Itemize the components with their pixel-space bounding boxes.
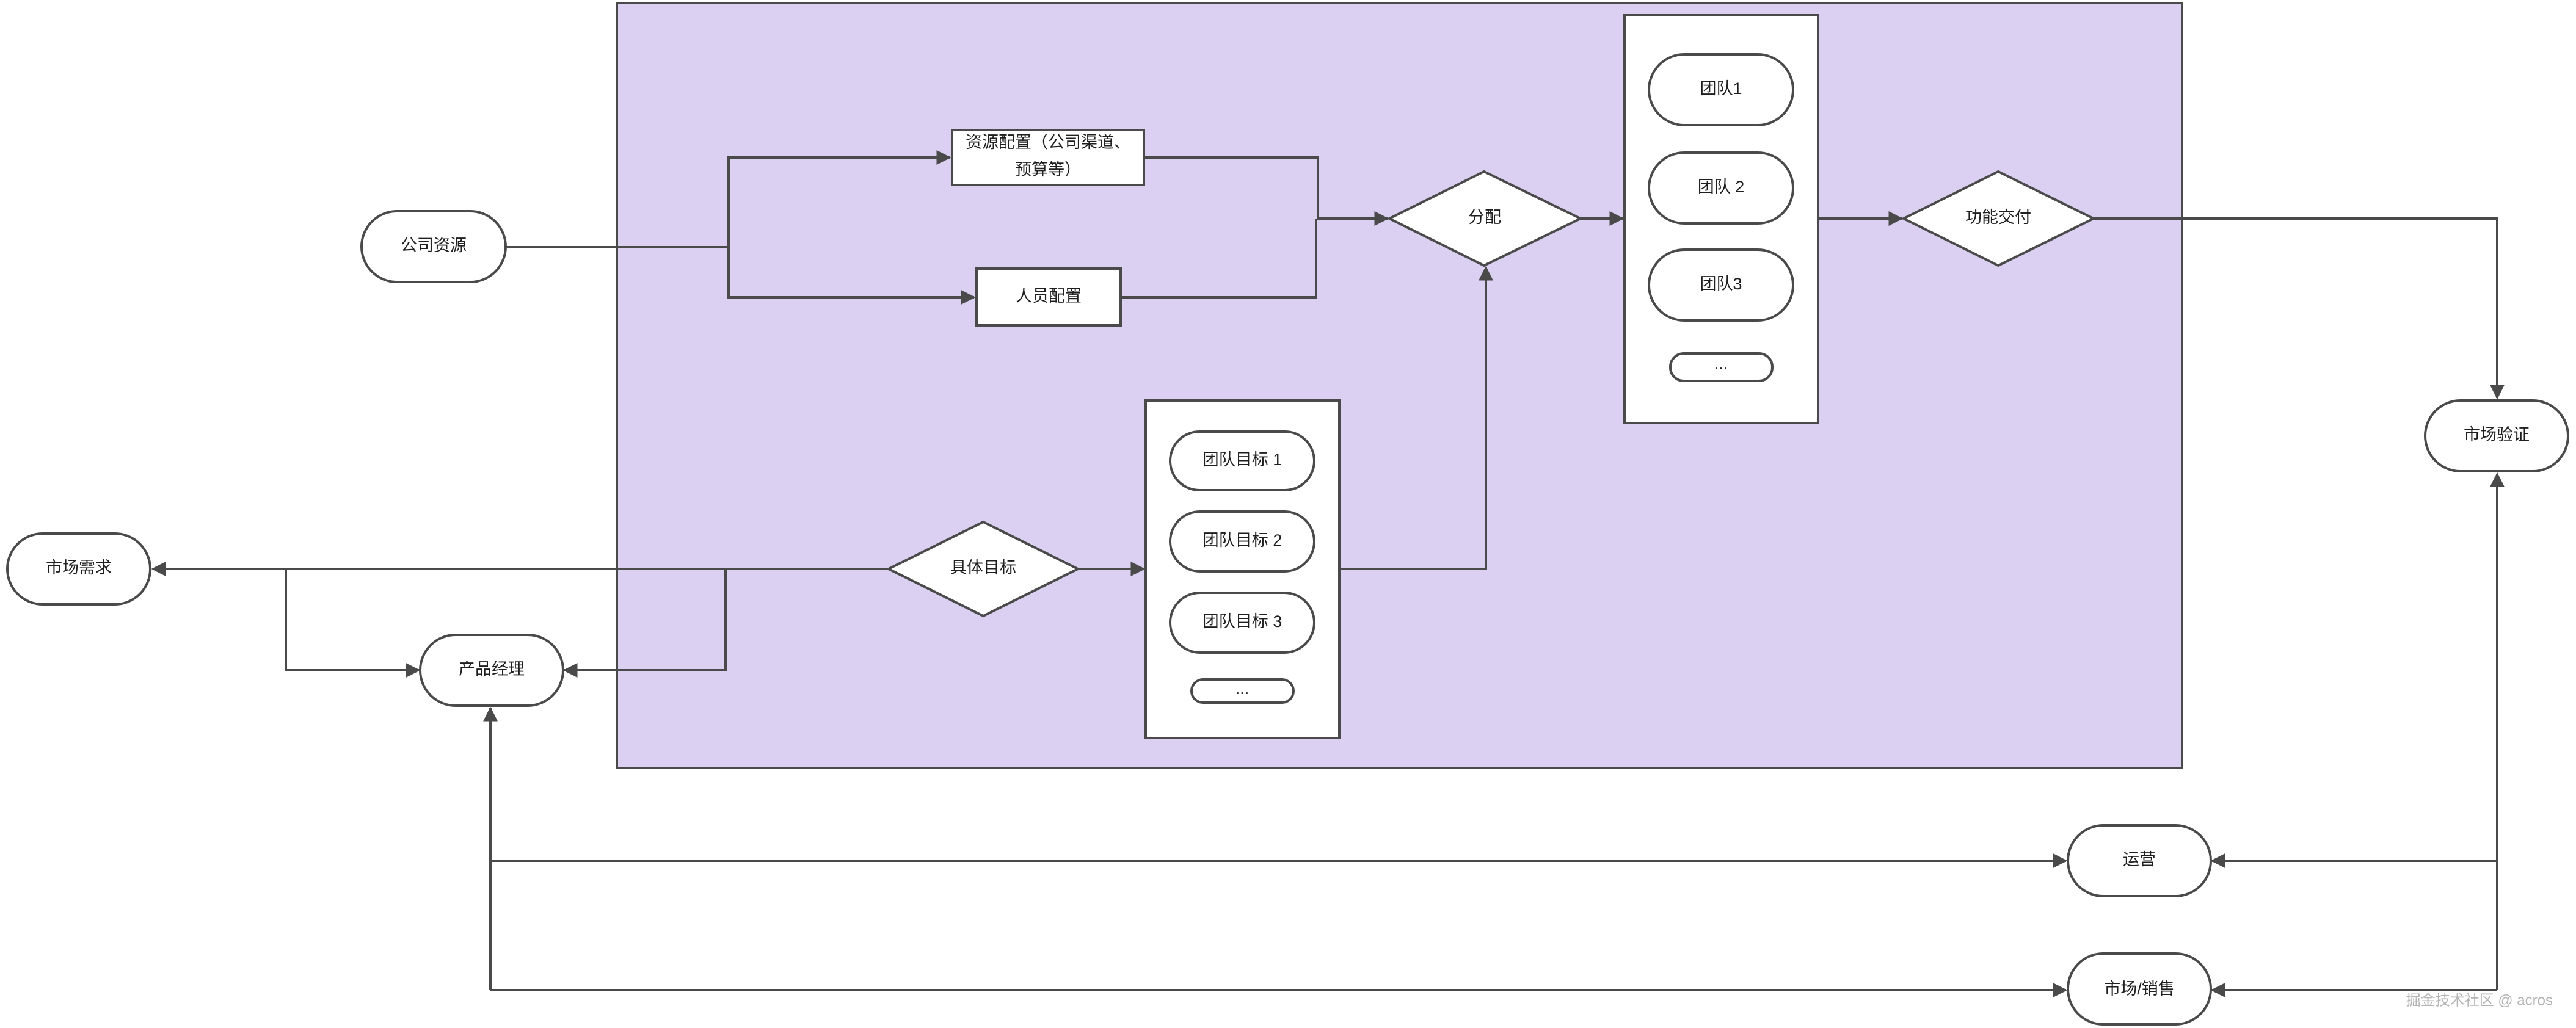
team-goal-1-label: 团队目标 1 — [1202, 451, 1283, 469]
resource-allocation-label-line1: 资源配置（公司渠道、 — [966, 133, 1130, 151]
team-goal-1-node — [1169, 430, 1315, 491]
company-resources-label: 公司资源 — [401, 236, 467, 255]
team-goal-3-node — [1169, 592, 1315, 654]
team-1-node — [1648, 53, 1794, 126]
specific-goals-label: 具体目标 — [950, 559, 1016, 577]
staff-allocation-node — [975, 267, 1122, 327]
operations-node — [2067, 824, 2212, 897]
market-validation-node — [2424, 399, 2569, 472]
edge-delivery-to-validation — [2094, 217, 2505, 400]
company-resources-node — [360, 210, 507, 283]
team-goal-2-node — [1169, 510, 1315, 573]
feature-delivery-label: 功能交付 — [1965, 208, 2031, 226]
watermark: 掘金技术社区 @ acros — [2406, 992, 2553, 1008]
market-sales-node — [2067, 952, 2212, 1026]
edge-staff-to-allocate — [1121, 219, 1317, 299]
market-validation-label: 市场验证 — [2464, 425, 2530, 444]
market-sales-label: 市场/销售 — [2104, 980, 2175, 998]
team-2-node — [1648, 151, 1794, 225]
product-manager-node — [419, 634, 564, 707]
team-region-box — [616, 2, 2183, 769]
allocate-label: 分配 — [1468, 208, 1501, 226]
resource-allocation-label-line2: 预算等） — [1015, 161, 1081, 179]
edge-market-to-pm — [285, 569, 421, 678]
market-demand-label: 市场需求 — [46, 559, 112, 577]
team-goal-more-node — [1190, 678, 1295, 704]
team-goal-more-label: ... — [1235, 679, 1250, 698]
team-more-node — [1669, 352, 1774, 382]
feature-delivery-decision — [1901, 170, 2097, 267]
allocate-decision — [1386, 170, 1584, 267]
edge-resource-to-allocate — [1144, 156, 1389, 226]
operations-label: 运营 — [2123, 850, 2156, 869]
resource-allocation-node — [951, 129, 1145, 186]
product-manager-label: 产品经理 — [459, 660, 525, 678]
specific-goals-decision — [886, 520, 1081, 618]
team-3-label: 团队3 — [1700, 275, 1742, 293]
team-1-label: 团队1 — [1700, 79, 1742, 98]
edge-team-goals-to-allocate — [1339, 266, 1493, 570]
team-3-node — [1648, 248, 1794, 322]
team-goal-2-label: 团队目标 2 — [1202, 531, 1283, 549]
team-2-label: 团队 2 — [1698, 178, 1745, 196]
edge-specific-to-pm — [562, 569, 727, 678]
team-goal-3-label: 团队目标 3 — [1202, 612, 1283, 631]
team-more-label: ... — [1714, 355, 1728, 373]
staff-allocation-label: 人员配置 — [1016, 287, 1082, 305]
edge-to-resource-allocation — [727, 150, 951, 247]
edge-to-staff-allocation — [727, 247, 976, 305]
market-demand-node — [6, 532, 151, 606]
